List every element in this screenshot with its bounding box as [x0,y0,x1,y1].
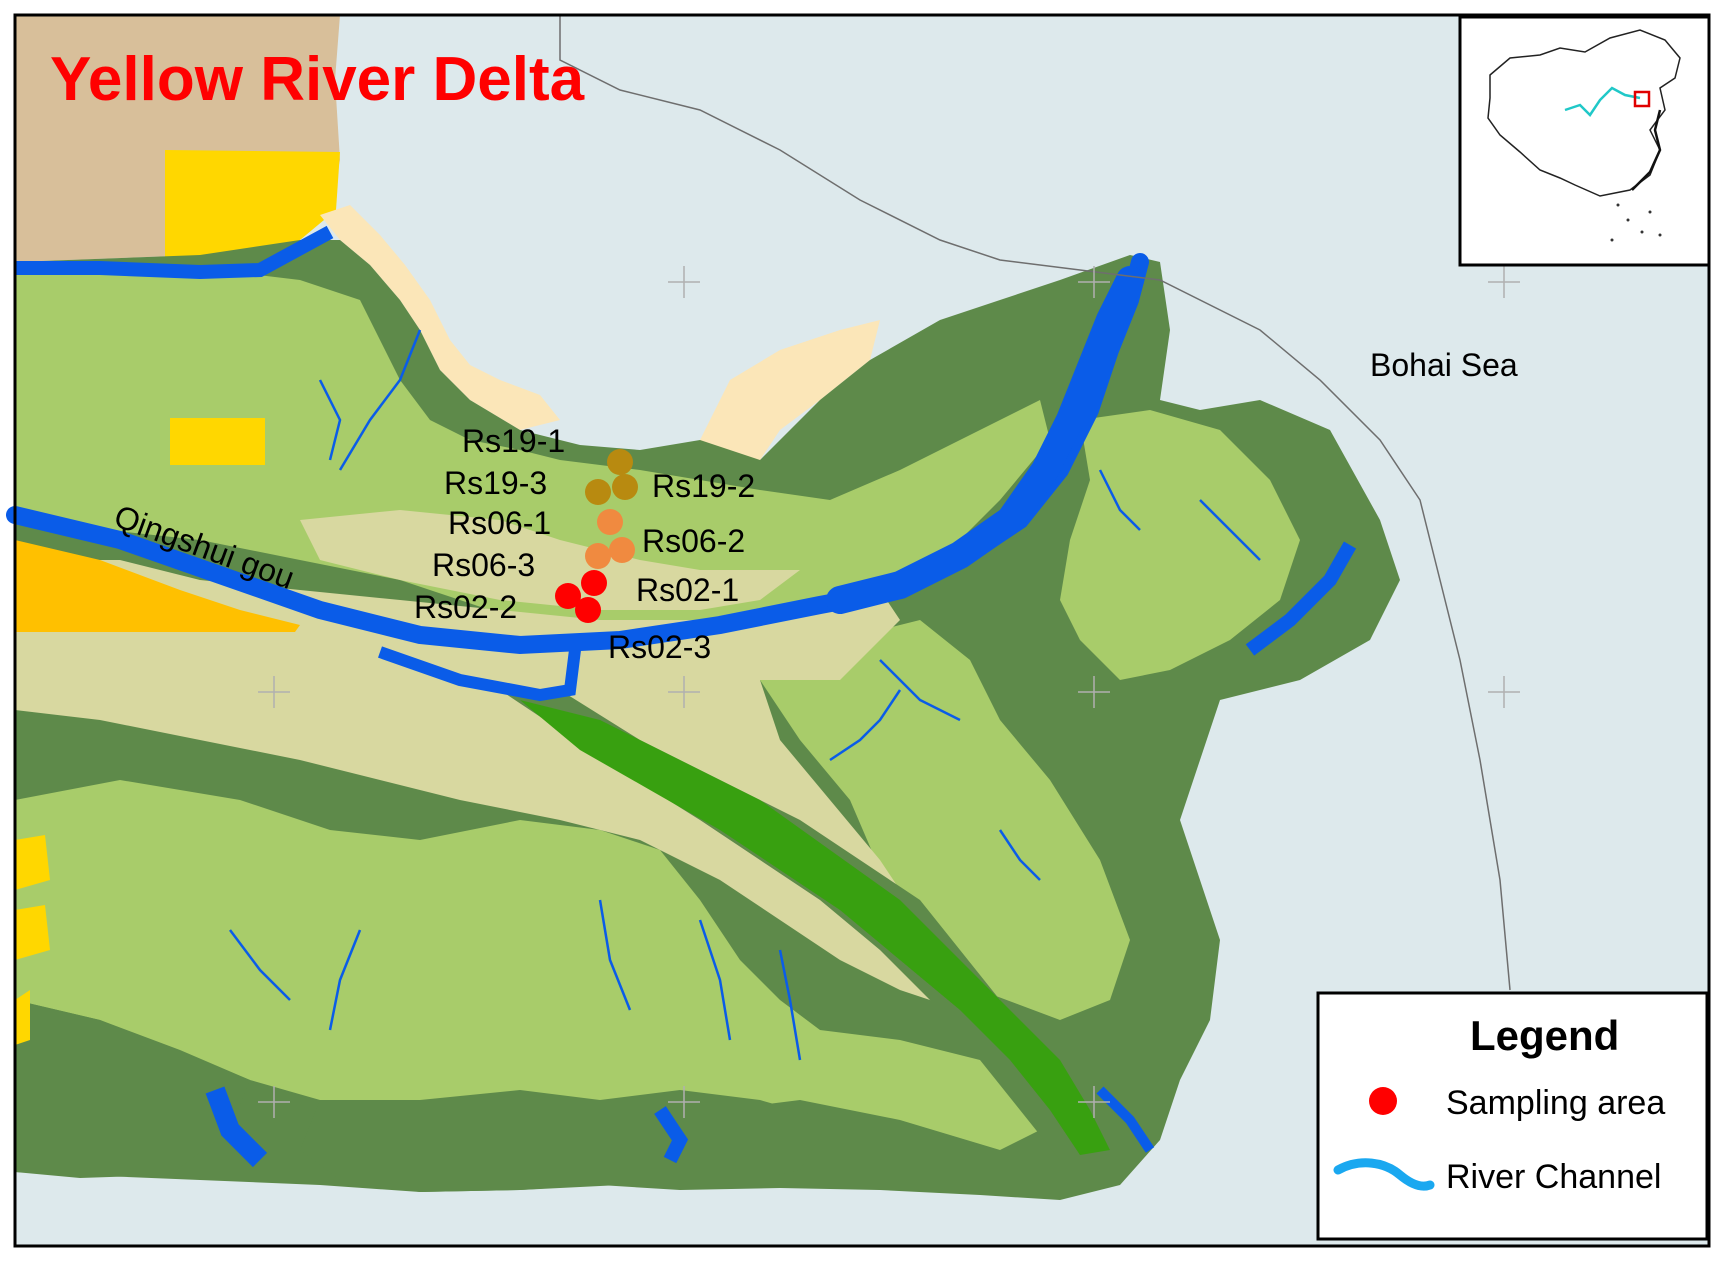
river-south-east [1096,1086,1155,1153]
grassland-east [1060,410,1300,680]
sample-point-rs19-3 [585,479,611,505]
sample-point-rs06-3 [585,543,611,569]
sample-point-rs02-2 [555,583,581,609]
tidal-flat-north [320,205,560,430]
legend-river-icon [1333,1158,1435,1191]
tidal-flat-east [700,320,880,465]
river-south-center [654,1106,689,1164]
wetland-south-west [15,1000,250,1178]
legend-frame [1316,991,1709,1241]
tidal-creeks [229,329,1261,1061]
river-main-channel [826,266,1144,614]
vegetation-strip-bright [520,700,1110,1155]
wetland-south-center [300,1090,830,1192]
graticule-marks [258,266,1520,1118]
sample-label-rs02-3: Rs02-3 [608,629,711,665]
china-outline-icon [1487,29,1681,197]
inset-islands-icon [1610,203,1662,242]
sample-point-rs06-2 [609,537,635,563]
sample-point-rs02-3 [575,597,601,623]
legend: Legend Sampling area River Channel [1316,991,1709,1241]
central-plain-north [300,510,800,610]
legend-river-label: River Channel [1446,1158,1661,1196]
grassland-north [15,262,1050,640]
river-branch-loop [378,646,581,702]
river-east-estuary [1245,541,1357,656]
sample-label-rs19-1: Rs19-1 [462,423,565,459]
vegetation-strip [500,690,1100,1160]
urban-area-orange [15,540,300,632]
sample-label-rs02-2: Rs02-2 [414,589,517,625]
sample-point-rs19-2 [612,474,638,500]
sample-point-rs19-1 [607,449,633,475]
sample-labels: Rs19-1 Rs19-2 Rs19-3 Rs06-1 Rs06-2 Rs06-… [414,423,755,665]
urban-block-west-3 [15,990,30,1045]
sample-point-rs02-1 [581,570,607,596]
sample-point-rs06-1 [597,509,623,535]
urban-block-west [15,835,50,890]
legend-sampling-label: Sampling area [1446,1084,1665,1122]
central-plain [15,560,1000,1010]
sample-label-rs19-2: Rs19-2 [652,468,755,504]
river-south-west [205,1086,268,1168]
inset-highlight-box-icon [1633,90,1651,108]
coastline-outline [559,15,1511,991]
inset-locator-map [1458,15,1711,267]
sample-label-rs19-3: Rs19-3 [444,465,547,501]
inset-yellow-river-icon [1564,86,1641,117]
sample-points [555,449,638,623]
map-frame [13,13,1711,1248]
sample-label-rs02-1: Rs02-1 [636,572,739,608]
sea-label: Bohai Sea [1370,347,1518,383]
urban-block-center [170,418,265,465]
legend-title: Legend [1470,1012,1619,1059]
grassland-central-east [760,620,1130,1020]
urban-block-north [165,150,340,258]
sample-label-rs06-1: Rs06-1 [448,505,551,541]
map-title: Yellow River Delta [50,45,585,114]
river-north-border [15,225,334,280]
sample-label-rs06-2: Rs06-2 [642,523,745,559]
legend-sampling-icon [1369,1087,1397,1115]
china-coast-icon [1631,109,1662,191]
sample-label-rs06-3: Rs06-3 [432,547,535,583]
urban-block-west-2 [15,905,50,960]
